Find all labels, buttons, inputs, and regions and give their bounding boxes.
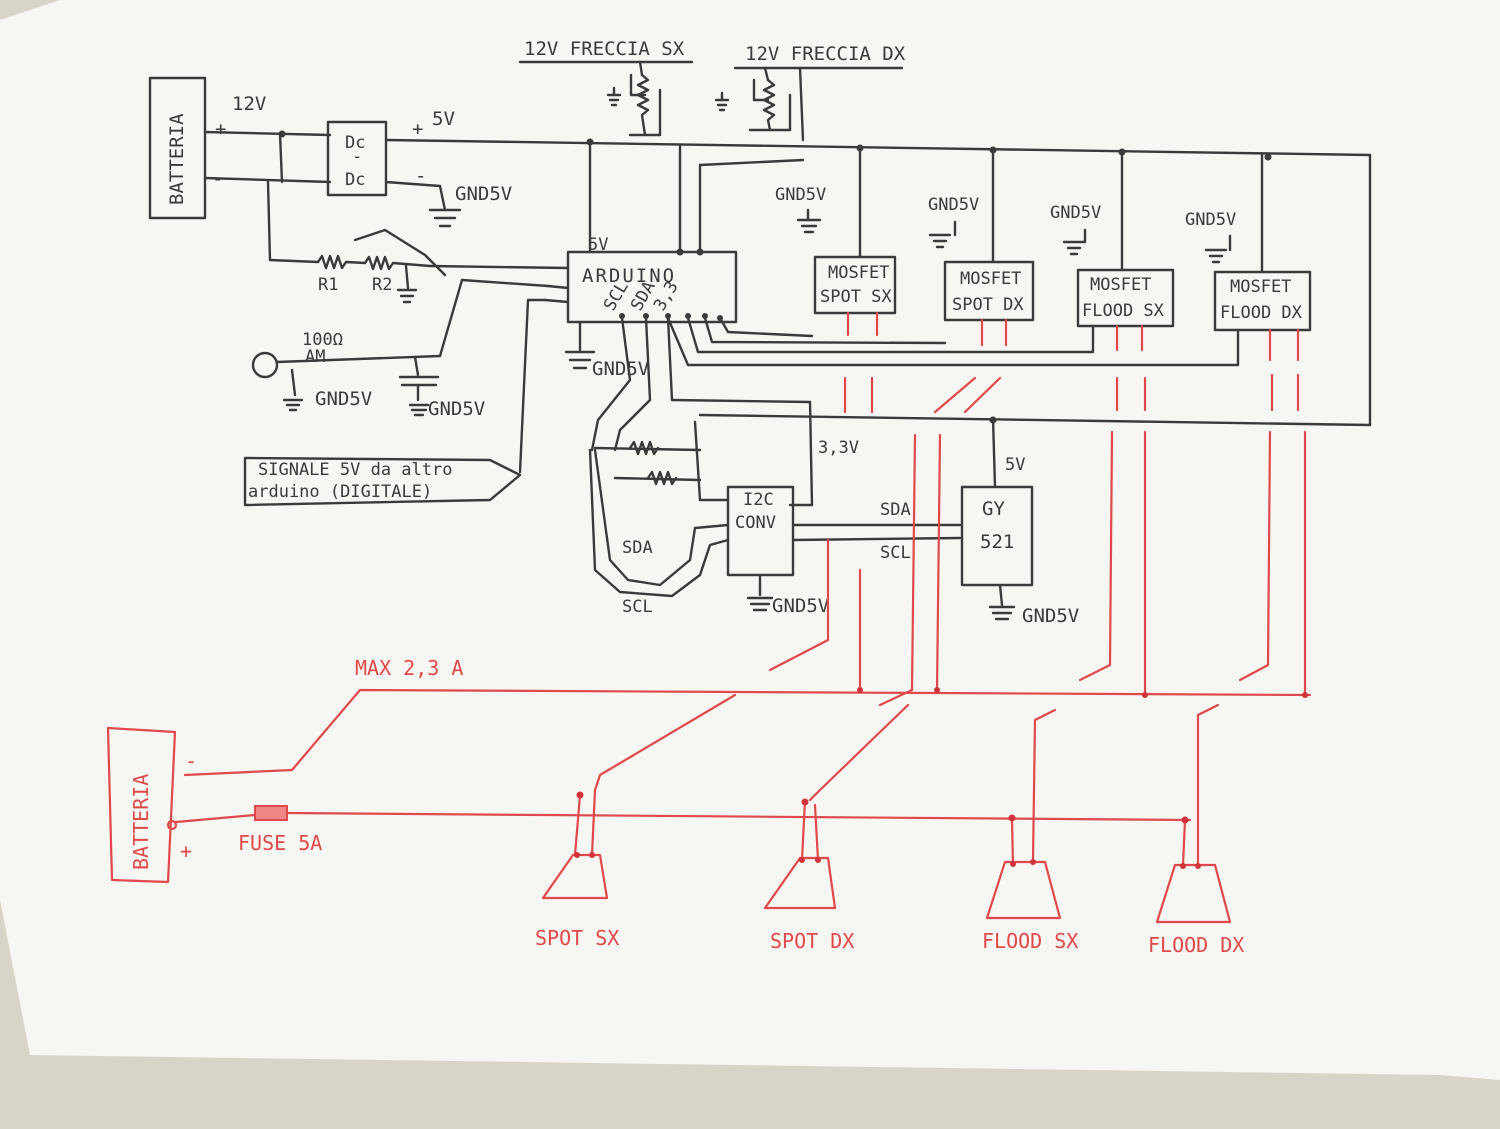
label-gnd5v-m4: GND5V — [1185, 210, 1236, 230]
signal-input: SIGNALE 5V da altro arduino (DIGITALE) — [243, 298, 547, 507]
label-mosfet-spot-sx-2: SPOT SX — [820, 287, 892, 307]
label-scl-mid: SCL — [880, 543, 911, 563]
label-max-current: MAX 2,3 A — [355, 656, 463, 680]
label-arduino: ARDUINO — [582, 265, 676, 287]
dcdc-box — [326, 120, 388, 197]
turn-signal-inputs: 12V FRECCIA SX 12V FRECCIA DX — [518, 38, 906, 142]
battery-dcdc-section: BATTERIA 12V + - Dc - Dc + 5V - GND5V — [148, 76, 1372, 262]
sensor-circle — [251, 351, 279, 379]
arduino-block: ARDUINO 5V SCL SDA 3,3 GND5V — [543, 138, 805, 380]
label-5v-gy: 5V — [1005, 455, 1025, 475]
label-flood-sx: FLOOD SX — [982, 929, 1078, 953]
voltage-divider: R1 R2 — [268, 228, 570, 304]
mosfet-flood-dx: MOSFET FLOOD DX GND5V — [1185, 153, 1312, 332]
label-5v-dcdc: 5V — [432, 108, 455, 130]
mosfet-control-wires — [666, 316, 1240, 367]
i2c-section: I2C CONV 3,3V SDA SCL SDA SCL GND5V GY 5… — [588, 316, 1079, 627]
label-freccia-sx: 12V FRECCIA SX — [524, 38, 685, 60]
mosfet-spot-dx: MOSFET SPOT DX GND5V — [928, 146, 1035, 322]
label-dcdc-top: Dc — [345, 133, 365, 153]
gy521-box — [960, 485, 1034, 587]
label-spot-dx: SPOT DX — [770, 929, 854, 953]
label-gnd5v-m2: GND5V — [928, 195, 979, 215]
label-minus-dcdc: - — [415, 165, 426, 187]
label-signale-1: SIGNALE 5V da altro — [258, 460, 452, 480]
label-spot-sx: SPOT SX — [535, 926, 619, 950]
label-gnd5v-dcdc: GND5V — [455, 183, 512, 205]
label-plus-top: + — [215, 118, 226, 140]
label-i2c-1: I2C — [743, 490, 774, 510]
label-batteria-top: BATTERIA — [166, 113, 188, 205]
label-gnd5v-m1: GND5V — [775, 185, 826, 205]
label-mosfet-spot-sx-1: MOSFET — [828, 263, 889, 283]
battery-bottom-box — [106, 726, 177, 884]
label-batteria-bottom: BATTERIA — [129, 774, 153, 870]
label-r2: R2 — [372, 275, 392, 295]
label-gnd5v-sensor: GND5V — [315, 388, 372, 410]
label-gy-1: GY — [982, 498, 1005, 520]
label-am: AM — [305, 347, 325, 367]
label-dcdc-bot: Dc — [345, 170, 365, 190]
battery-top-box — [148, 76, 207, 220]
label-sda-low: SDA — [622, 538, 653, 558]
label-gnd5v-i2c: GND5V — [772, 595, 829, 617]
power-section: MAX 2,3 A BATTERIA - + FUSE 5A — [106, 311, 1312, 957]
label-r1: R1 — [318, 275, 338, 295]
label-mosfet-flood-sx-1: MOSFET — [1090, 275, 1151, 295]
signal-box — [243, 456, 522, 507]
label-mosfet-flood-sx-2: FLOOD SX — [1082, 301, 1165, 321]
label-pin-5v: 5V — [588, 235, 608, 255]
label-100ohm: 100Ω — [302, 330, 343, 350]
mosfet-spot-sx: MOSFET SPOT SX GND5V — [775, 144, 897, 315]
mosfet-flood-sx: MOSFET FLOOD SX GND5V — [1050, 148, 1175, 328]
label-plus-red: + — [180, 839, 192, 863]
fuse — [254, 805, 288, 821]
label-gnd5v-gy: GND5V — [1022, 605, 1079, 627]
label-mosfet-flood-dx-2: FLOOD DX — [1220, 303, 1303, 323]
lamp-flood-dx — [1155, 863, 1232, 924]
label-gnd5v-m3: GND5V — [1050, 203, 1101, 223]
label-flood-dx: FLOOD DX — [1148, 933, 1244, 957]
label-minus-red: - — [185, 749, 197, 773]
label-gy-2: 521 — [980, 531, 1014, 553]
label-12v: 12V — [232, 93, 266, 115]
label-signale-2: arduino (DIGITALE) — [248, 482, 432, 502]
label-3v3: 3,3V — [818, 438, 859, 458]
label-fuse: FUSE 5A — [238, 831, 322, 855]
label-sda-mid: SDA — [880, 500, 911, 520]
label-mosfet-spot-dx-2: SPOT DX — [952, 295, 1024, 315]
label-mosfet-spot-dx-1: MOSFET — [960, 269, 1021, 289]
label-gnd5v-arduino: GND5V — [592, 358, 649, 380]
label-mosfet-flood-dx-1: MOSFET — [1230, 277, 1291, 297]
label-dcdc-mid: - — [352, 147, 362, 167]
label-gnd5v-cap: GND5V — [428, 398, 485, 420]
label-plus-dcdc: + — [412, 118, 423, 140]
label-freccia-dx: 12V FRECCIA DX — [745, 43, 906, 65]
am-sensor: 100Ω AM GND5V GND5V — [251, 278, 550, 420]
label-i2c-2: CONV — [735, 513, 776, 533]
label-scl-low: SCL — [622, 597, 653, 617]
